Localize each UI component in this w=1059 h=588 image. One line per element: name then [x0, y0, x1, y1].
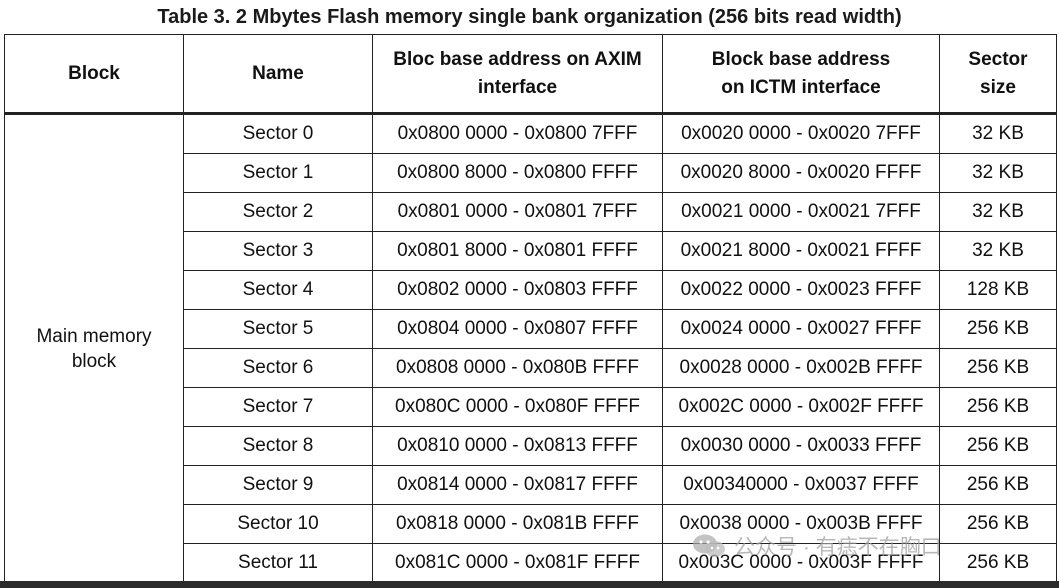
sector-name-cell: Sector 6: [183, 348, 373, 388]
sector-name-cell: Sector 5: [183, 309, 373, 349]
axim-address-cell: 0x0818 0000 - 0x081B FFFF: [372, 504, 663, 544]
ictm-address-cell: 0x0021 0000 - 0x0021 7FFF: [662, 192, 940, 232]
axim-address-cell: 0x0804 0000 - 0x0807 FFFF: [372, 309, 663, 349]
ictm-address-cell: 0x0028 0000 - 0x002B FFFF: [662, 348, 940, 388]
axim-address-cell: 0x0810 0000 - 0x0813 FFFF: [372, 426, 663, 466]
sector-name-cell: Sector 4: [183, 270, 373, 310]
header-axim-address: Bloc base address on AXIM interface: [372, 34, 663, 114]
sector-size-cell: 256 KB: [939, 504, 1057, 544]
header-ictm-line1: Block base address: [711, 48, 891, 70]
axim-address-cell: 0x0800 8000 - 0x0800 FFFF: [372, 153, 663, 193]
axim-address-cell: 0x0801 0000 - 0x0801 7FFF: [372, 192, 663, 232]
header-size-line2: size: [980, 76, 1016, 98]
block-label-line2: block: [71, 350, 117, 372]
sector-size-cell: 256 KB: [939, 309, 1057, 349]
ictm-address-cell: 0x0021 8000 - 0x0021 FFFF: [662, 231, 940, 271]
axim-address-cell: 0x081C 0000 - 0x081F FFFF: [372, 543, 663, 583]
header-ictm-address: Block base address on ICTM interface: [662, 34, 940, 114]
table-caption: Table 3. 2 Mbytes Flash memory single ba…: [157, 6, 902, 28]
sector-name-cell: Sector 9: [183, 465, 373, 505]
sector-size-cell: 256 KB: [939, 465, 1057, 505]
header-block: Block: [4, 34, 184, 114]
sector-size-cell: 256 KB: [939, 426, 1057, 466]
sector-name-cell: Sector 1: [183, 153, 373, 193]
sector-size-cell: 32 KB: [939, 231, 1057, 271]
sector-name-cell: Sector 7: [183, 387, 373, 427]
ictm-address-cell: 0x0020 0000 - 0x0020 7FFF: [662, 113, 940, 154]
sector-name-cell: Sector 2: [183, 192, 373, 232]
sector-size-cell: 256 KB: [939, 387, 1057, 427]
watermark-text: 公众号 · 有痣不在胸口: [734, 536, 942, 559]
bottom-border-strip: [0, 581, 1059, 588]
sector-size-cell: 32 KB: [939, 113, 1057, 154]
header-row: Block Name Bloc base address on AXIM int…: [4, 34, 1057, 114]
header-sector-size: Sector size: [939, 34, 1057, 114]
header-block-label: Block: [68, 62, 120, 84]
axim-address-cell: 0x0801 8000 - 0x0801 FFFF: [372, 231, 663, 271]
axim-address-cell: 0x0808 0000 - 0x080B FFFF: [372, 348, 663, 388]
sector-name-cell: Sector 3: [183, 231, 373, 271]
header-size-line1: Sector: [968, 48, 1028, 70]
ictm-address-cell: 0x0024 0000 - 0x0027 FFFF: [662, 309, 940, 349]
sector-size-cell: 128 KB: [939, 270, 1057, 310]
watermark: 公众号 · 有痣不在胸口: [692, 530, 942, 562]
sector-size-cell: 32 KB: [939, 153, 1057, 193]
header-ictm-line2: on ICTM interface: [721, 76, 881, 98]
header-name: Name: [183, 34, 373, 114]
sector-name-cell: Sector 10: [183, 504, 373, 544]
axim-address-cell: 0x0802 0000 - 0x0803 FFFF: [372, 270, 663, 310]
table-header: Block Name Bloc base address on AXIM int…: [4, 34, 1057, 114]
ictm-address-cell: 0x002C 0000 - 0x002F FFFF: [662, 387, 940, 427]
sector-size-cell: 256 KB: [939, 348, 1057, 388]
sector-name-cell: Sector 0: [183, 113, 373, 154]
flash-organization-table: Block Name Bloc base address on AXIM int…: [4, 34, 1057, 583]
block-cell: Main memory block: [4, 113, 184, 583]
wechat-icon: [693, 534, 725, 557]
axim-address-cell: 0x080C 0000 - 0x080F FFFF: [372, 387, 663, 427]
ictm-address-cell: 0x0030 0000 - 0x0033 FFFF: [662, 426, 940, 466]
header-axim-line1: Bloc base address on AXIM: [393, 48, 642, 70]
sector-name-cell: Sector 8: [183, 426, 373, 466]
sector-name-cell: Sector 11: [183, 543, 373, 583]
ictm-address-cell: 0x0020 8000 - 0x0020 FFFF: [662, 153, 940, 193]
header-name-label: Name: [252, 62, 304, 84]
header-axim-line2: interface: [477, 76, 558, 98]
ictm-address-cell: 0x00340000 - 0x0037 FFFF: [662, 465, 940, 505]
sector-size-cell: 256 KB: [939, 543, 1057, 583]
sector-size-cell: 32 KB: [939, 192, 1057, 232]
ictm-address-cell: 0x0022 0000 - 0x0023 FFFF: [662, 270, 940, 310]
axim-address-cell: 0x0800 0000 - 0x0800 7FFF: [372, 113, 663, 154]
block-label-line1: Main memory: [36, 325, 152, 347]
axim-address-cell: 0x0814 0000 - 0x0817 FFFF: [372, 465, 663, 505]
